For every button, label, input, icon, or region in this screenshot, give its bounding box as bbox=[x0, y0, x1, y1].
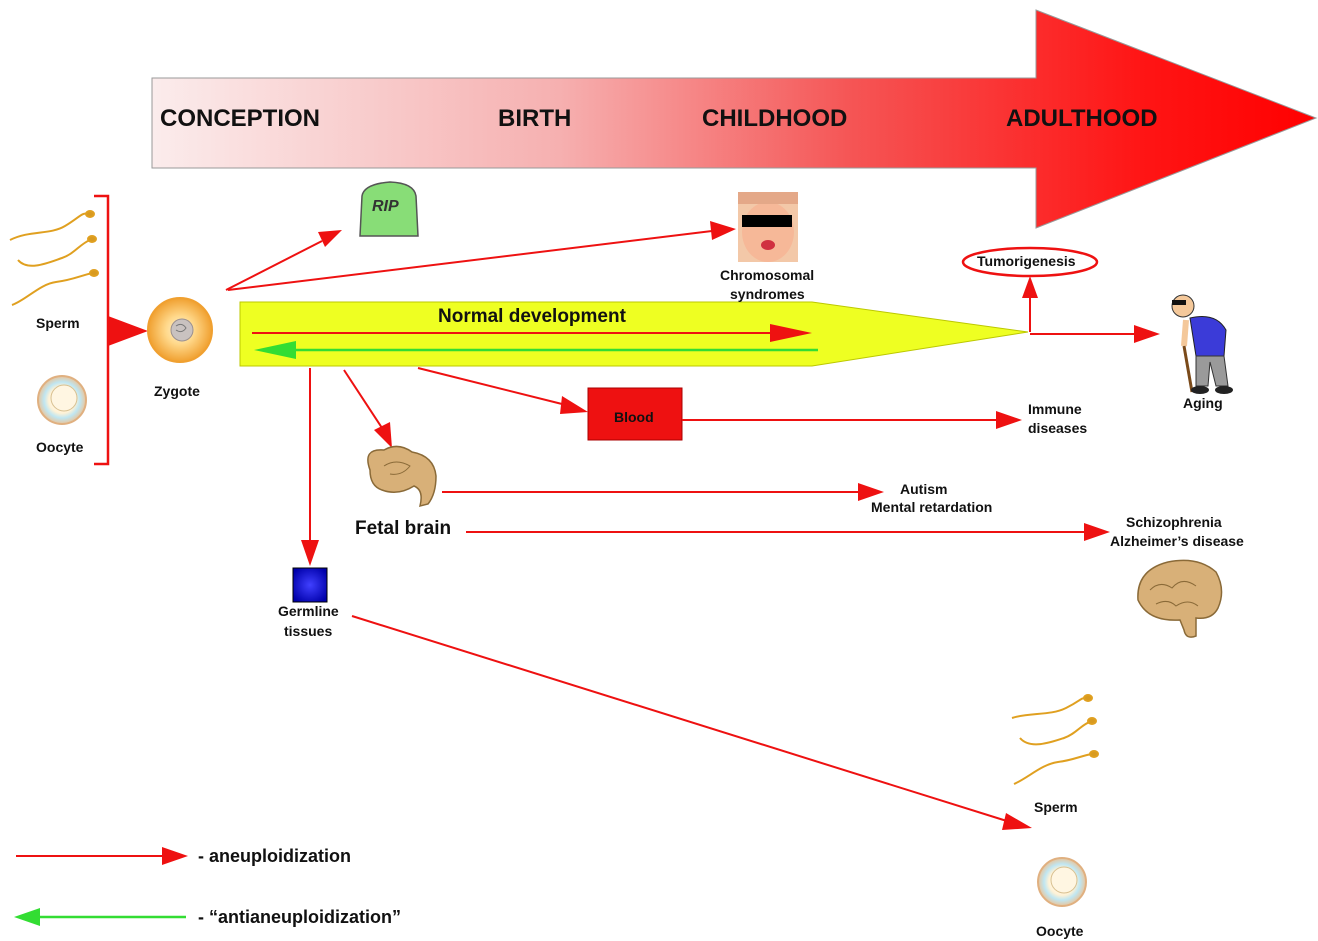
germline-cell-icon bbox=[292, 567, 328, 603]
arrow-to-germline bbox=[301, 368, 319, 566]
legend-aneuploidization-arrow bbox=[16, 847, 188, 865]
aneuploidization-arrow-band bbox=[252, 324, 812, 342]
tumorigenesis-label: Tumorigenesis bbox=[977, 253, 1076, 269]
stage-adulthood: ADULTHOOD bbox=[1006, 105, 1158, 132]
fetal-brain-icon bbox=[367, 445, 437, 508]
antianeuploidization-arrow-band bbox=[254, 341, 818, 359]
sperm-icon bbox=[1011, 694, 1099, 785]
left-gametes: Sperm Oocyte bbox=[9, 194, 148, 466]
germline-label-1: Germline bbox=[278, 603, 339, 619]
rip-text: RIP bbox=[372, 198, 399, 215]
arrow-to-fetal-brain bbox=[343, 369, 392, 448]
immune-label-2: diseases bbox=[1028, 420, 1087, 436]
bracket-arrowhead bbox=[108, 316, 148, 346]
stage-birth: BIRTH bbox=[498, 105, 571, 132]
sperm-right-label: Sperm bbox=[1034, 799, 1078, 815]
arrow-to-aging bbox=[1030, 325, 1160, 343]
chromosomal-label-1: Chromosomal bbox=[720, 267, 814, 283]
stage-childhood: CHILDHOOD bbox=[702, 105, 847, 132]
immune-label-1: Immune bbox=[1028, 401, 1082, 417]
legend-aneuploidization-label: - aneuploidization bbox=[198, 846, 351, 866]
schizophrenia-label-1: Schizophrenia bbox=[1126, 514, 1222, 530]
autism-label-2: Mental retardation bbox=[871, 499, 992, 515]
arrow-zygote-to-chromosomal bbox=[227, 221, 736, 291]
oocyte-right-label: Oocyte bbox=[1036, 923, 1084, 939]
zygote-label: Zygote bbox=[154, 383, 200, 399]
tombstone-icon: RIP bbox=[359, 181, 419, 237]
chromosomal-label-2: syndromes bbox=[730, 286, 805, 302]
sperm-icon bbox=[9, 210, 99, 306]
oocyte-left-label: Oocyte bbox=[36, 439, 84, 455]
legend-antianeuploidization-label: - “antianeuploidization” bbox=[198, 907, 401, 927]
blood-box bbox=[587, 387, 683, 441]
arrow-germline-to-gametes bbox=[351, 615, 1032, 830]
arrow-to-tumorigenesis bbox=[1022, 276, 1038, 332]
arrow-to-blood bbox=[417, 367, 588, 414]
sperm-left-label: Sperm bbox=[36, 315, 80, 331]
stage-conception: CONCEPTION bbox=[160, 105, 320, 132]
arrow-to-schizophrenia bbox=[466, 523, 1110, 541]
zygote-icon bbox=[147, 297, 213, 363]
arrow-zygote-to-rip bbox=[225, 230, 342, 291]
oocyte-icon bbox=[1037, 857, 1087, 907]
adult-brain-icon bbox=[1137, 559, 1223, 638]
timeline-arrow: CONCEPTION BIRTH CHILDHOOD ADULTHOOD bbox=[151, 9, 1318, 229]
arrow-to-autism bbox=[442, 483, 884, 501]
blood-label: Blood bbox=[614, 409, 654, 425]
arrow-blood-to-immune bbox=[682, 411, 1022, 429]
gamete-bracket bbox=[94, 194, 110, 466]
fetal-brain-label: Fetal brain bbox=[355, 518, 451, 539]
autism-label-1: Autism bbox=[900, 481, 947, 497]
germline-label-2: tissues bbox=[284, 623, 332, 639]
legend: - aneuploidization - “antianeuploidizati… bbox=[14, 846, 401, 927]
aging-label: Aging bbox=[1183, 395, 1223, 411]
oocyte-icon bbox=[37, 375, 87, 425]
child-face-icon bbox=[738, 192, 798, 262]
schizophrenia-label-2: Alzheimer’s disease bbox=[1110, 533, 1244, 549]
tumorigenesis-oval bbox=[961, 246, 1099, 278]
normal-development-label: Normal development bbox=[438, 306, 627, 327]
elderly-man-icon bbox=[1171, 294, 1233, 394]
legend-antianeuploidization-arrow bbox=[14, 908, 186, 926]
